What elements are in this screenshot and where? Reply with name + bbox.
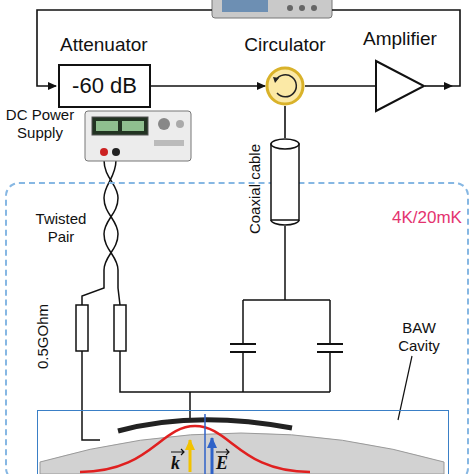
node-heading: Circulator <box>225 34 345 56</box>
coaxial-cable: Coaxial cable <box>270 138 300 226</box>
axis-line <box>204 414 206 474</box>
node-heading: BAW Cavity <box>384 319 454 355</box>
signal-wire <box>151 85 265 87</box>
amplifier-triangle: Amplifier <box>375 60 425 112</box>
coax-outline <box>270 138 300 226</box>
node-body: -60 dB <box>60 66 149 106</box>
rf-wire <box>190 226 330 420</box>
output-wire <box>425 85 452 87</box>
node-heading: 4K/20mK <box>392 208 462 228</box>
resistor-symbol <box>114 305 126 351</box>
signal-wire <box>305 85 375 87</box>
network-analyzer <box>212 0 332 18</box>
node-heading: Attenuator <box>60 34 200 56</box>
dc-power-supply: DC Power Supply <box>84 110 192 162</box>
signal-wire <box>284 106 286 138</box>
baw-cavity-box: BAW Cavity <box>37 410 449 474</box>
wavevector-arrow <box>189 440 192 472</box>
node-heading: Amplifier <box>350 28 450 50</box>
annotation-label: 0.5GOhm <box>34 304 51 369</box>
triangle-outline <box>375 60 425 112</box>
node-heading: DC Power Supply <box>0 106 80 142</box>
phonon-mode-profile <box>80 426 310 472</box>
annotation-label: Twisted Pair <box>26 210 96 246</box>
attenuator-box: Attenuator-60 dB <box>58 64 151 108</box>
circulator-circle: Circulator <box>265 66 305 106</box>
quartz-crystal <box>40 433 444 474</box>
annotation-label: E <box>216 453 228 474</box>
capacitor-symbol <box>230 344 343 352</box>
supply-outline <box>84 110 192 162</box>
resistor-symbol <box>76 305 88 351</box>
bias-wire <box>120 351 330 392</box>
node-heading: Coaxial cable <box>246 144 263 234</box>
annotation-label: k <box>171 453 180 474</box>
circle-outline <box>265 66 305 106</box>
field-arrow <box>211 438 214 474</box>
bias-wire <box>82 351 100 440</box>
